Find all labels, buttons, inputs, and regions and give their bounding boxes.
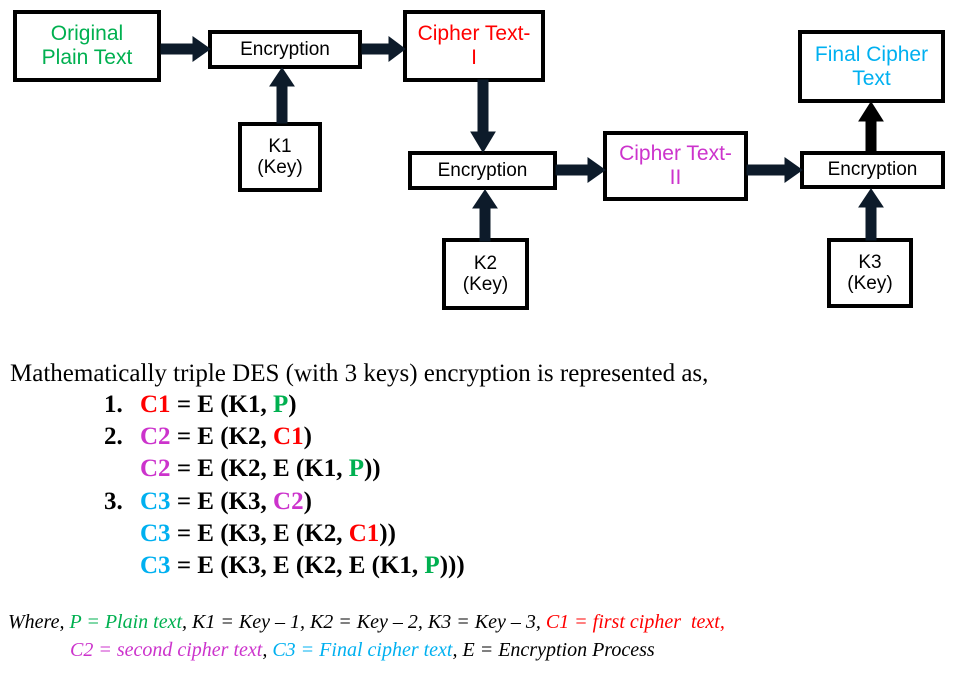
equation-number: 1. bbox=[104, 391, 123, 418]
arrow-encryption1-to-ciphertext1 bbox=[361, 34, 406, 64]
box-original-plain-text: Original Plain Text bbox=[13, 10, 161, 82]
equation-token: C1 bbox=[140, 391, 171, 418]
where-token: C1 = first cipher text, bbox=[545, 611, 725, 633]
equation-token: )) bbox=[379, 520, 396, 547]
triple-des-diagram: Original Plain Text Encryption Cipher Te… bbox=[13, 10, 945, 310]
equation-token: = E (K3, E (K2, bbox=[170, 520, 349, 547]
equation-row: C2 = E (K2, E (K1, P)) bbox=[140, 455, 381, 483]
where-line: Where, P = Plain text, K1 = Key – 1, K2 … bbox=[8, 611, 725, 634]
equation-row: C3 = E (K3, E (K2, E (K1, P))) bbox=[140, 552, 465, 580]
box-encryption-3-label: Encryption bbox=[827, 159, 918, 181]
arrow-ciphertext1-to-encryption2 bbox=[468, 79, 498, 154]
where-token: C2 = second cipher text bbox=[70, 639, 263, 661]
arrow-ciphertext2-to-encryption3 bbox=[746, 155, 803, 185]
box-key-3: K3 (Key) bbox=[827, 238, 913, 308]
box-cipher-text-1: Cipher Text- I bbox=[403, 10, 545, 82]
equation-row: C2 = E (K2, C1) bbox=[140, 423, 312, 451]
formula-section: Mathematically triple DES (with 3 keys) … bbox=[0, 345, 957, 683]
equation-token: = E (K2, bbox=[170, 423, 274, 450]
box-cipher-text-2-label: Cipher Text- II bbox=[619, 142, 732, 189]
box-cipher-text-2: Cipher Text- II bbox=[603, 131, 748, 201]
arrow-key1-to-encryption1 bbox=[267, 66, 297, 124]
arrow-key2-to-encryption2 bbox=[470, 188, 500, 242]
box-key-2: K2 (Key) bbox=[442, 238, 529, 310]
equation-row: C1 = E (K1, P) bbox=[140, 391, 297, 419]
box-encryption-1-label: Encryption bbox=[240, 38, 330, 60]
equation-token: C2 bbox=[273, 488, 304, 515]
where-token: , bbox=[262, 639, 273, 661]
box-key-1: K1 (Key) bbox=[238, 122, 322, 192]
box-encryption-3: Encryption bbox=[800, 151, 945, 189]
arrow-key3-to-encryption3 bbox=[856, 187, 886, 241]
equation-token: C1 bbox=[273, 423, 304, 450]
equation-token: ))) bbox=[439, 552, 465, 579]
where-token: , E = Encryption Process bbox=[452, 639, 655, 661]
where-token: Where, bbox=[8, 611, 70, 633]
equation-token: P bbox=[348, 455, 364, 482]
box-key-1-label: K1 (Key) bbox=[257, 135, 303, 178]
arrow-encryption3-to-finalcipher bbox=[856, 99, 886, 155]
equation-token: C3 bbox=[140, 552, 171, 579]
equation-token: = E (K1, bbox=[170, 391, 274, 418]
arrow-encryption2-to-ciphertext2 bbox=[555, 155, 606, 185]
box-final-cipher-text-label: Final Cipher Text bbox=[814, 42, 929, 90]
box-encryption-2: Encryption bbox=[408, 151, 557, 190]
equation-token: ) bbox=[303, 488, 312, 515]
box-encryption-2-label: Encryption bbox=[437, 159, 528, 181]
box-original-plain-text-label: Original Plain Text bbox=[41, 22, 133, 69]
equation-number: 3. bbox=[104, 488, 123, 515]
where-token: C3 = Final cipher text bbox=[272, 639, 453, 661]
equation-token: C3 bbox=[140, 520, 171, 547]
equation-token: C1 bbox=[348, 520, 380, 547]
box-key-2-label: K2 (Key) bbox=[462, 252, 509, 295]
where-line: C2 = second cipher text, C3 = Final ciph… bbox=[70, 639, 655, 662]
equation-number: 2. bbox=[104, 423, 123, 450]
equation-token: = E (K3, E (K2, E (K1, bbox=[170, 552, 425, 579]
box-final-cipher-text: Final Cipher Text bbox=[798, 30, 945, 103]
lead-sentence: Mathematically triple DES (with 3 keys) … bbox=[10, 360, 709, 387]
equation-row: C3 = E (K3, E (K2, C1)) bbox=[140, 520, 396, 548]
where-token: P = Plain text bbox=[69, 611, 183, 633]
equation-token: C3 bbox=[140, 488, 171, 515]
equation-token: ) bbox=[288, 391, 297, 418]
equation-token: P bbox=[424, 552, 440, 579]
equation-token: )) bbox=[363, 455, 381, 482]
equation-row: C3 = E (K3, C2) bbox=[140, 488, 312, 516]
equation-token: = E (K2, E (K1, bbox=[170, 455, 349, 482]
box-key-3-label: K3 (Key) bbox=[847, 251, 893, 294]
box-encryption-1: Encryption bbox=[208, 30, 362, 69]
equation-token: ) bbox=[303, 423, 312, 450]
equation-token: = E (K3, bbox=[170, 488, 274, 515]
arrow-plaintext-to-encryption1 bbox=[160, 34, 211, 64]
equation-token: C2 bbox=[140, 423, 171, 450]
equation-token: P bbox=[273, 391, 289, 418]
where-token: , K1 = Key – 1, K2 = Key – 2, K3 = Key –… bbox=[182, 611, 546, 633]
box-cipher-text-1-label: Cipher Text- I bbox=[417, 22, 531, 69]
equation-token: C2 bbox=[140, 455, 171, 482]
